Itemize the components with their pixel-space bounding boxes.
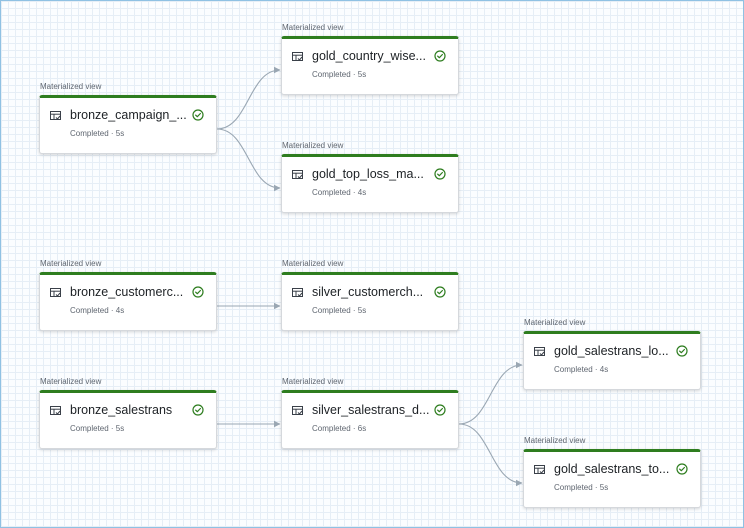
node-name: silver_customerch... — [312, 285, 424, 299]
table-icon — [50, 288, 61, 297]
node-type-label: Materialized view — [40, 82, 102, 91]
check-circle-icon — [434, 286, 446, 298]
pipeline-node: Materialized view gold_salestrans_to... Co… — [523, 436, 701, 508]
check-circle-icon — [434, 50, 446, 62]
check-circle-icon — [676, 345, 688, 357]
table-icon — [292, 52, 303, 61]
table-icon — [292, 170, 303, 179]
node-status: Completed · 5s — [312, 306, 367, 315]
dependency-edge — [216, 66, 281, 130]
node-type-label: Materialized view — [282, 23, 344, 32]
node-type-label: Materialized view — [40, 259, 102, 268]
node-card[interactable]: bronze_customerc... Completed · 4s — [39, 272, 217, 331]
check-circle-icon — [192, 286, 204, 298]
node-type-label: Materialized view — [282, 141, 344, 150]
node-card[interactable]: bronze_campaign_... Completed · 5s — [39, 95, 217, 154]
dependency-edge — [458, 361, 523, 425]
pipeline-node: Materialized view bronze_customerc... Comp… — [39, 259, 217, 331]
table-icon — [292, 288, 303, 297]
node-card[interactable]: gold_salestrans_to... Completed · 5s — [523, 449, 701, 508]
node-status: Completed · 4s — [312, 188, 367, 197]
pipeline-node: Materialized view bronze_campaign_... Comp… — [39, 82, 217, 154]
node-name: bronze_salestrans — [70, 403, 173, 417]
node-status: Completed · 6s — [312, 424, 367, 433]
node-name: silver_salestrans_d... — [312, 403, 430, 417]
node-card[interactable]: gold_country_wise... Completed · 5s — [281, 36, 459, 95]
pipeline-node: Materialized view silver_customerch... Com… — [281, 259, 459, 331]
node-card[interactable]: silver_customerch... Completed · 5s — [281, 272, 459, 331]
node-type-label: Materialized view — [524, 436, 586, 445]
pipeline-node: Materialized view gold_top_loss_ma... Comp… — [281, 141, 459, 213]
node-status: Completed · 4s — [70, 306, 125, 315]
node-name: bronze_campaign_... — [70, 108, 187, 122]
node-name: gold_salestrans_lo... — [554, 344, 669, 358]
check-circle-icon — [434, 168, 446, 180]
node-name: gold_top_loss_ma... — [312, 167, 424, 181]
table-icon — [50, 406, 61, 415]
table-icon — [534, 347, 545, 356]
node-status: Completed · 5s — [70, 424, 125, 433]
node-status: Completed · 5s — [70, 129, 125, 138]
table-icon — [50, 111, 61, 120]
node-name: gold_salestrans_to... — [554, 462, 670, 476]
node-type-label: Materialized view — [282, 377, 344, 386]
node-card[interactable]: gold_top_loss_ma... Completed · 4s — [281, 154, 459, 213]
node-status: Completed · 5s — [312, 70, 367, 79]
pipeline-node: Materialized view silver_salestrans_d... C… — [281, 377, 459, 449]
node-status: Completed · 5s — [554, 483, 609, 492]
node-card[interactable]: silver_salestrans_d... Completed · 6s — [281, 390, 459, 449]
node-type-label: Materialized view — [524, 318, 586, 327]
table-icon — [292, 406, 303, 415]
node-status: Completed · 4s — [554, 365, 609, 374]
node-name: bronze_customerc... — [70, 285, 184, 299]
check-circle-icon — [676, 463, 688, 475]
node-name: gold_country_wise... — [312, 49, 426, 63]
node-type-label: Materialized view — [282, 259, 344, 268]
table-icon — [534, 465, 545, 474]
pipeline-node: Materialized view gold_salestrans_lo... Co… — [523, 318, 701, 390]
check-circle-icon — [434, 404, 446, 416]
check-circle-icon — [192, 404, 204, 416]
pipeline-node: Materialized view gold_country_wise... Com… — [281, 23, 459, 95]
node-card[interactable]: gold_salestrans_lo... Completed · 4s — [523, 331, 701, 390]
dependency-edge — [216, 128, 281, 192]
check-circle-icon — [192, 109, 204, 121]
dependency-edge — [458, 423, 523, 487]
node-type-label: Materialized view — [40, 377, 102, 386]
